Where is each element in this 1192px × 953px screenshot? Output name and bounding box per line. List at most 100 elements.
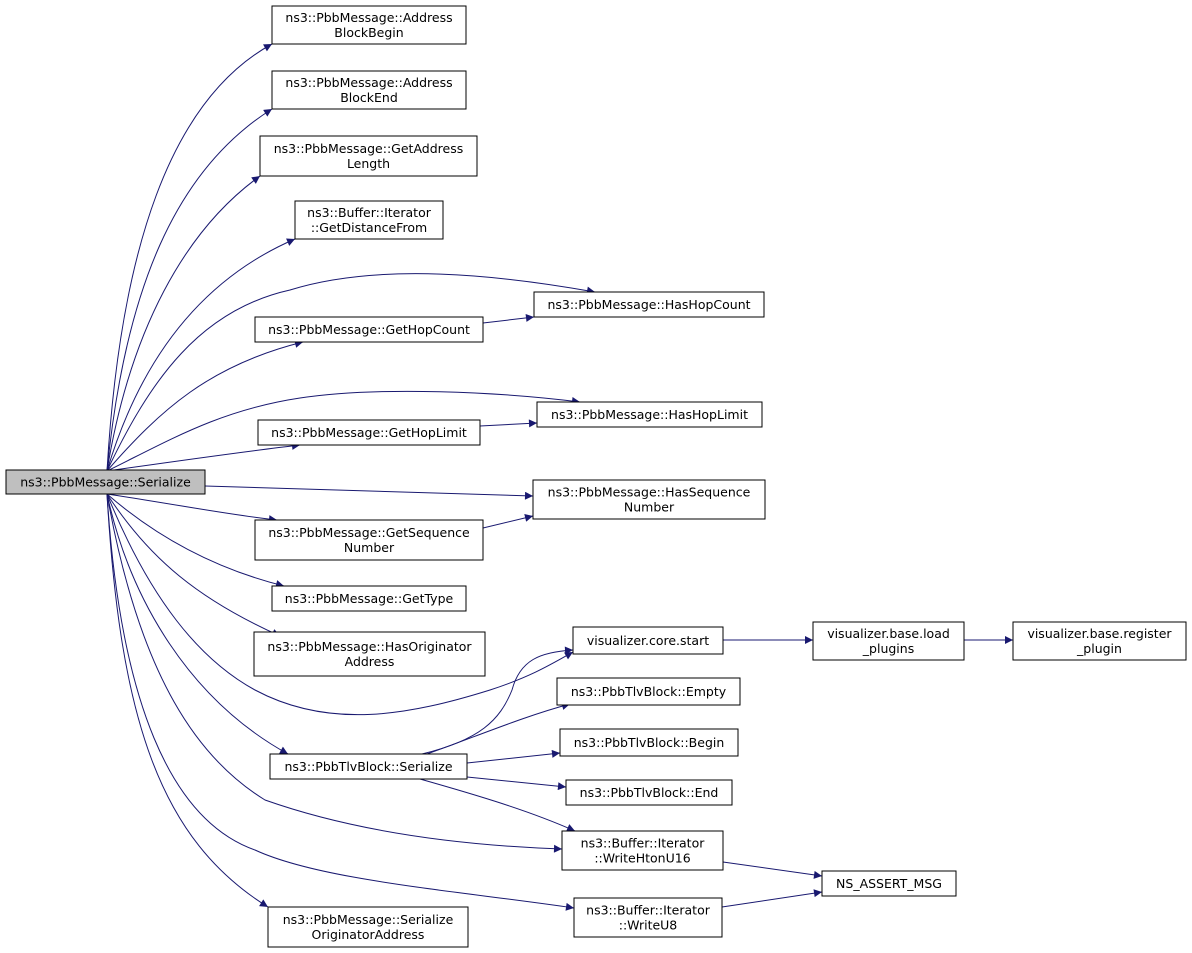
node-box bbox=[271, 70, 467, 110]
node-box bbox=[572, 626, 724, 655]
node-label: ns3::PbbMessage::Address bbox=[285, 75, 452, 90]
node-label: ns3::PbbMessage::Serialize bbox=[20, 475, 191, 490]
node-label: ns3::PbbMessage::HasHopCount bbox=[547, 297, 750, 312]
node-tlvEmpty[interactable]: ns3::PbbTlvBlock::Empty bbox=[556, 677, 741, 706]
node-label: ::WriteU8 bbox=[619, 918, 678, 933]
node-label: ns3::PbbMessage::GetHopCount bbox=[268, 322, 470, 337]
node-writeU8[interactable]: ns3::Buffer::Iterator::WriteU8 bbox=[573, 897, 723, 938]
edge-getSeq-to-hasSeq bbox=[482, 513, 534, 529]
node-serialize[interactable]: ns3::PbbMessage::Serialize bbox=[5, 469, 206, 495]
edge-tlvSerialize-to-tlvEnd bbox=[466, 776, 567, 791]
node-label: ns3::PbbMessage::GetHopLimit bbox=[271, 425, 467, 440]
node-label: ns3::PbbMessage::HasSequence bbox=[548, 485, 751, 500]
node-label: ns3::PbbMessage::HasOriginator bbox=[267, 639, 472, 654]
node-box bbox=[254, 316, 484, 343]
edge-serialize-to-serOrig bbox=[106, 493, 269, 908]
node-box bbox=[565, 779, 733, 806]
edge-serialize-to-getDist bbox=[106, 238, 296, 472]
node-serOrig[interactable]: ns3::PbbMessage::SerializeOriginatorAddr… bbox=[267, 906, 469, 948]
edge-serialize-to-getType bbox=[106, 493, 285, 588]
node-label: ns3::PbbMessage::GetSequence bbox=[268, 525, 470, 540]
edge-serialize-to-hasHopLimit bbox=[106, 390, 581, 472]
node-box bbox=[254, 519, 484, 561]
node-label: _plugin bbox=[1076, 641, 1122, 656]
node-getHopCount[interactable]: ns3::PbbMessage::GetHopCount bbox=[254, 316, 484, 343]
node-tlvBegin[interactable]: ns3::PbbTlvBlock::Begin bbox=[559, 728, 739, 757]
node-label: Number bbox=[344, 540, 395, 555]
node-box bbox=[821, 870, 957, 897]
node-label: Address bbox=[345, 654, 395, 669]
node-getDist[interactable]: ns3::Buffer::Iterator::GetDistanceFrom bbox=[294, 200, 444, 240]
node-label: OriginatorAddress bbox=[312, 927, 425, 942]
edges-layer bbox=[106, 43, 1013, 911]
node-box bbox=[271, 5, 467, 45]
edge-serialize-to-getAddrLen bbox=[106, 175, 261, 472]
node-box bbox=[269, 753, 468, 780]
node-label: ns3::PbbTlvBlock::Empty bbox=[571, 684, 727, 699]
edge-serialize-to-tlvSerialize bbox=[106, 493, 289, 755]
node-tlvSerialize[interactable]: ns3::PbbTlvBlock::Serialize bbox=[269, 753, 468, 780]
node-vizLoad[interactable]: visualizer.base.load_plugins bbox=[812, 621, 965, 661]
node-label: Number bbox=[624, 500, 675, 515]
node-writeU16[interactable]: ns3::Buffer::Iterator::WriteHtonU16 bbox=[561, 830, 724, 871]
edge-serialize-to-vizStart bbox=[106, 493, 574, 716]
node-label: ns3::Buffer::Iterator bbox=[581, 836, 706, 851]
node-label: ns3::PbbMessage::Address bbox=[285, 10, 452, 25]
node-label: ns3::PbbMessage::GetAddress bbox=[274, 141, 463, 156]
node-box bbox=[259, 135, 478, 177]
node-box bbox=[812, 621, 965, 661]
edge-serialize-to-getHopCount bbox=[106, 340, 304, 472]
node-getType[interactable]: ns3::PbbMessage::GetType bbox=[271, 585, 467, 612]
node-label: visualizer.core.start bbox=[587, 633, 709, 648]
edge-tlvSerialize-to-writeU16 bbox=[419, 778, 576, 832]
node-hasHopCount[interactable]: ns3::PbbMessage::HasHopCount bbox=[533, 291, 765, 318]
node-label: NS_ASSERT_MSG bbox=[836, 876, 942, 891]
node-vizStart[interactable]: visualizer.core.start bbox=[572, 626, 724, 655]
node-label: ::GetDistanceFrom bbox=[311, 220, 427, 235]
node-label: visualizer.base.load bbox=[827, 626, 950, 641]
node-label: Length bbox=[347, 156, 390, 171]
node-label: _plugins bbox=[862, 641, 914, 656]
node-getHopLimit[interactable]: ns3::PbbMessage::GetHopLimit bbox=[257, 419, 481, 446]
node-label: ns3::PbbMessage::GetType bbox=[285, 591, 454, 606]
node-label: ns3::Buffer::Iterator bbox=[586, 903, 711, 918]
node-label: ns3::PbbTlvBlock::Begin bbox=[574, 735, 725, 750]
edge-serialize-to-addrEnd bbox=[106, 108, 273, 472]
node-box bbox=[559, 728, 739, 757]
node-label: ns3::PbbTlvBlock::Serialize bbox=[284, 759, 452, 774]
edge-serialize-to-getSeq bbox=[106, 493, 278, 524]
node-box bbox=[532, 479, 766, 520]
edge-getHopCount-to-hasHopCount bbox=[482, 313, 535, 324]
edge-serialize-to-hasHopCount bbox=[106, 273, 596, 472]
node-box bbox=[267, 906, 469, 948]
node-box bbox=[294, 200, 444, 240]
node-box bbox=[556, 677, 741, 706]
edge-serialize-to-hasSeq bbox=[204, 485, 534, 500]
node-label: ::WriteHtonU16 bbox=[594, 851, 690, 866]
edge-getHopLimit-to-hasHopLimit bbox=[479, 419, 538, 428]
node-label: ns3::PbbTlvBlock::End bbox=[580, 785, 719, 800]
node-box bbox=[257, 419, 481, 446]
edge-tlvSerialize-to-tlvBegin bbox=[466, 749, 561, 764]
edge-tlvSerialize-to-tlvEmpty bbox=[426, 702, 571, 755]
node-box bbox=[1012, 621, 1187, 661]
node-assertMsg[interactable]: NS_ASSERT_MSG bbox=[821, 870, 957, 897]
edge-serialize-to-writeU8 bbox=[106, 493, 575, 911]
nodes-layer: ns3::PbbMessage::Serializens3::PbbMessag… bbox=[5, 5, 1187, 948]
node-label: ns3::Buffer::Iterator bbox=[307, 205, 432, 220]
node-label: ns3::PbbMessage::HasHopLimit bbox=[551, 407, 748, 422]
node-box bbox=[573, 897, 723, 938]
node-label: visualizer.base.register bbox=[1027, 626, 1172, 641]
node-tlvEnd[interactable]: ns3::PbbTlvBlock::End bbox=[565, 779, 733, 806]
node-vizReg[interactable]: visualizer.base.register_plugin bbox=[1012, 621, 1187, 661]
node-label: BlockEnd bbox=[340, 90, 398, 105]
edge-serialize-to-writeU16 bbox=[106, 493, 563, 853]
node-hasHopLimit[interactable]: ns3::PbbMessage::HasHopLimit bbox=[536, 401, 763, 428]
